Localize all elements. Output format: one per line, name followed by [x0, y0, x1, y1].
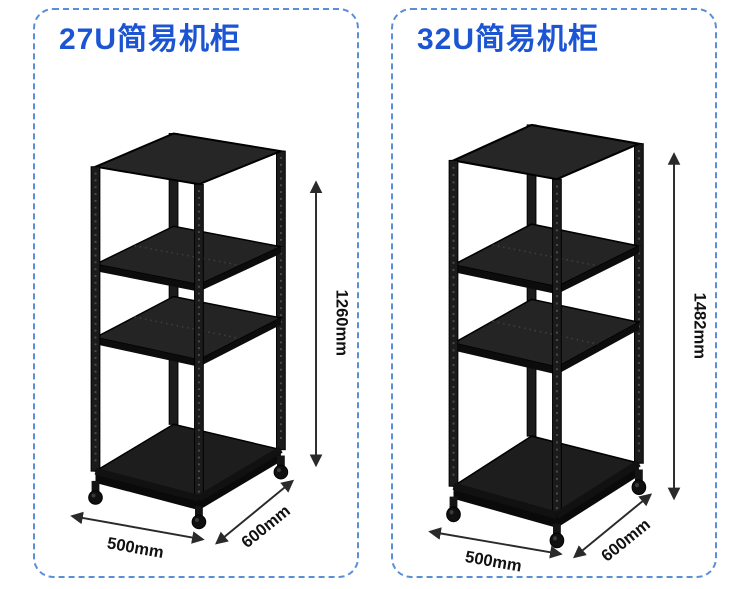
width-dimension-32u: 500mm	[428, 527, 563, 572]
height-dimension-27u: 1260mm	[309, 180, 352, 468]
rack-illustration-27u	[89, 134, 288, 529]
rack-illustration-32u	[447, 125, 646, 548]
panel-27u: 27U简易机柜 1260mm 500mm 600mm	[33, 8, 359, 578]
panel-32u-title: 32U简易机柜	[417, 23, 600, 56]
width-dimension-label-27u: 500mm	[106, 533, 166, 562]
height-dimension-label-27u: 1260mm	[333, 290, 352, 356]
height-dimension-label-32u: 1482mm	[691, 293, 710, 359]
width-dimension-27u: 500mm	[70, 511, 205, 562]
width-dimension-label-32u: 500mm	[464, 547, 524, 572]
rack-figure-27u: 1260mm 500mm 600mm	[70, 60, 352, 562]
depth-dimension-label-27u: 600mm	[238, 501, 294, 552]
panel-27u-title: 27U简易机柜	[59, 23, 242, 56]
height-dimension-32u: 1482mm	[667, 152, 710, 501]
panel-32u: 32U简易机柜 1482mm 500mm 600mm	[391, 8, 717, 578]
depth-dimension-label-32u: 600mm	[597, 515, 653, 566]
rack-figure-32u: 1482mm 500mm 600mm	[428, 60, 710, 572]
